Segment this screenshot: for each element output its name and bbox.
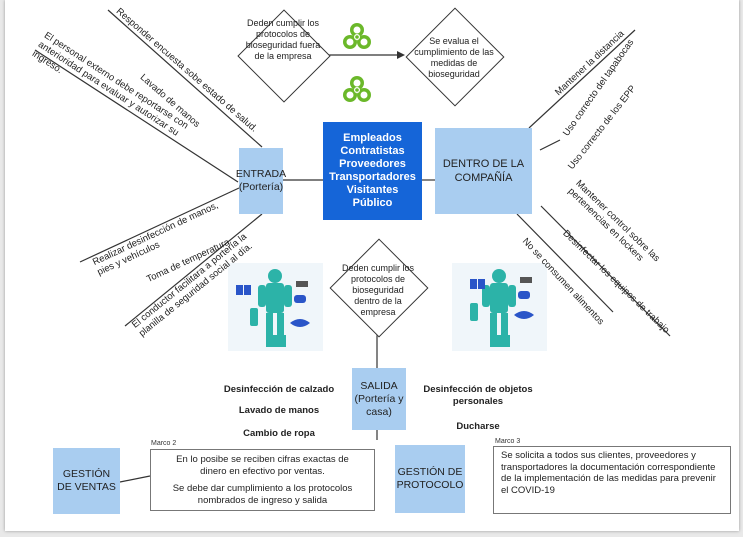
salida-action: Desinfección de objetos personales — [423, 384, 533, 407]
gestion-protocolo-title: GESTIÓN DE PROTOCOLO — [396, 466, 464, 491]
diamond-evaluation-text: Se evalua el cumplimiento de las medidas… — [414, 36, 494, 79]
entrada-subtitle: (Portería) — [238, 181, 284, 193]
biohazard-icon — [343, 76, 371, 102]
salida-action: Lavado de manos — [238, 405, 320, 416]
marco-3-label: Marco 3 — [495, 438, 521, 445]
marco-3-frame: Se solicita a todos sus clientes, provee… — [493, 446, 731, 514]
diamond-outside-protocol-text: Deden cumplir los protocolos de biosegur… — [245, 18, 321, 61]
entrada-box: ENTRADA (Portería) — [235, 148, 287, 214]
salida-subtitle: (Portería y casa) — [354, 392, 404, 418]
stakeholder-label: Contratistas — [340, 145, 405, 157]
stakeholder-label: Transportadores — [329, 171, 416, 183]
gestion-ventas-title: GESTIÓN DE VENTAS — [57, 468, 116, 493]
dentro-box: DENTRO DE LA COMPAÑÍA — [435, 128, 532, 214]
diamond-inside-protocol-text: Deden cumplir los protocolos de biosegur… — [341, 263, 415, 317]
salida-action: Ducharse — [456, 421, 500, 432]
salida-action: Desinfección de calzado — [223, 384, 335, 395]
protective-equipment-icon — [228, 263, 323, 351]
marco-2-text: Se debe dar cumplimiento a los protocolo… — [172, 483, 353, 506]
salida-action: Cambio de ropa — [243, 428, 315, 439]
stakeholder-label: Visitantes — [346, 184, 399, 196]
diagram-canvas: Deden cumplir los protocolos de biosegur… — [5, 0, 739, 531]
entrada-title: ENTRADA — [235, 168, 287, 180]
dentro-title: DENTRO DE LA COMPAÑÍA — [442, 158, 525, 184]
stakeholders-box: Empleados Contratistas Proveedores Trans… — [323, 122, 422, 220]
marco-2-frame: En lo posibe se reciben cifras exactas d… — [150, 449, 375, 511]
biohazard-icons — [343, 23, 371, 102]
stakeholder-label: Proveedores — [339, 158, 406, 170]
ppe-illustrations — [228, 263, 547, 351]
salida-title: SALIDA — [360, 379, 398, 392]
marco-2-text: En lo posibe se reciben cifras exactas d… — [176, 454, 349, 477]
protective-equipment-icon — [452, 263, 547, 351]
gestion-ventas-box: GESTIÓN DE VENTAS — [53, 448, 120, 514]
biohazard-icon — [343, 23, 371, 49]
marco-3-text: Se solicita a todos sus clientes, provee… — [501, 450, 716, 496]
stakeholder-label: Público — [352, 197, 393, 209]
marco-2-label: Marco 2 — [151, 440, 177, 447]
stakeholder-label: Empleados — [343, 132, 402, 144]
salida-box: SALIDA (Portería y casa) — [352, 368, 406, 430]
gestion-protocolo-box: GESTIÓN DE PROTOCOLO — [395, 445, 465, 513]
